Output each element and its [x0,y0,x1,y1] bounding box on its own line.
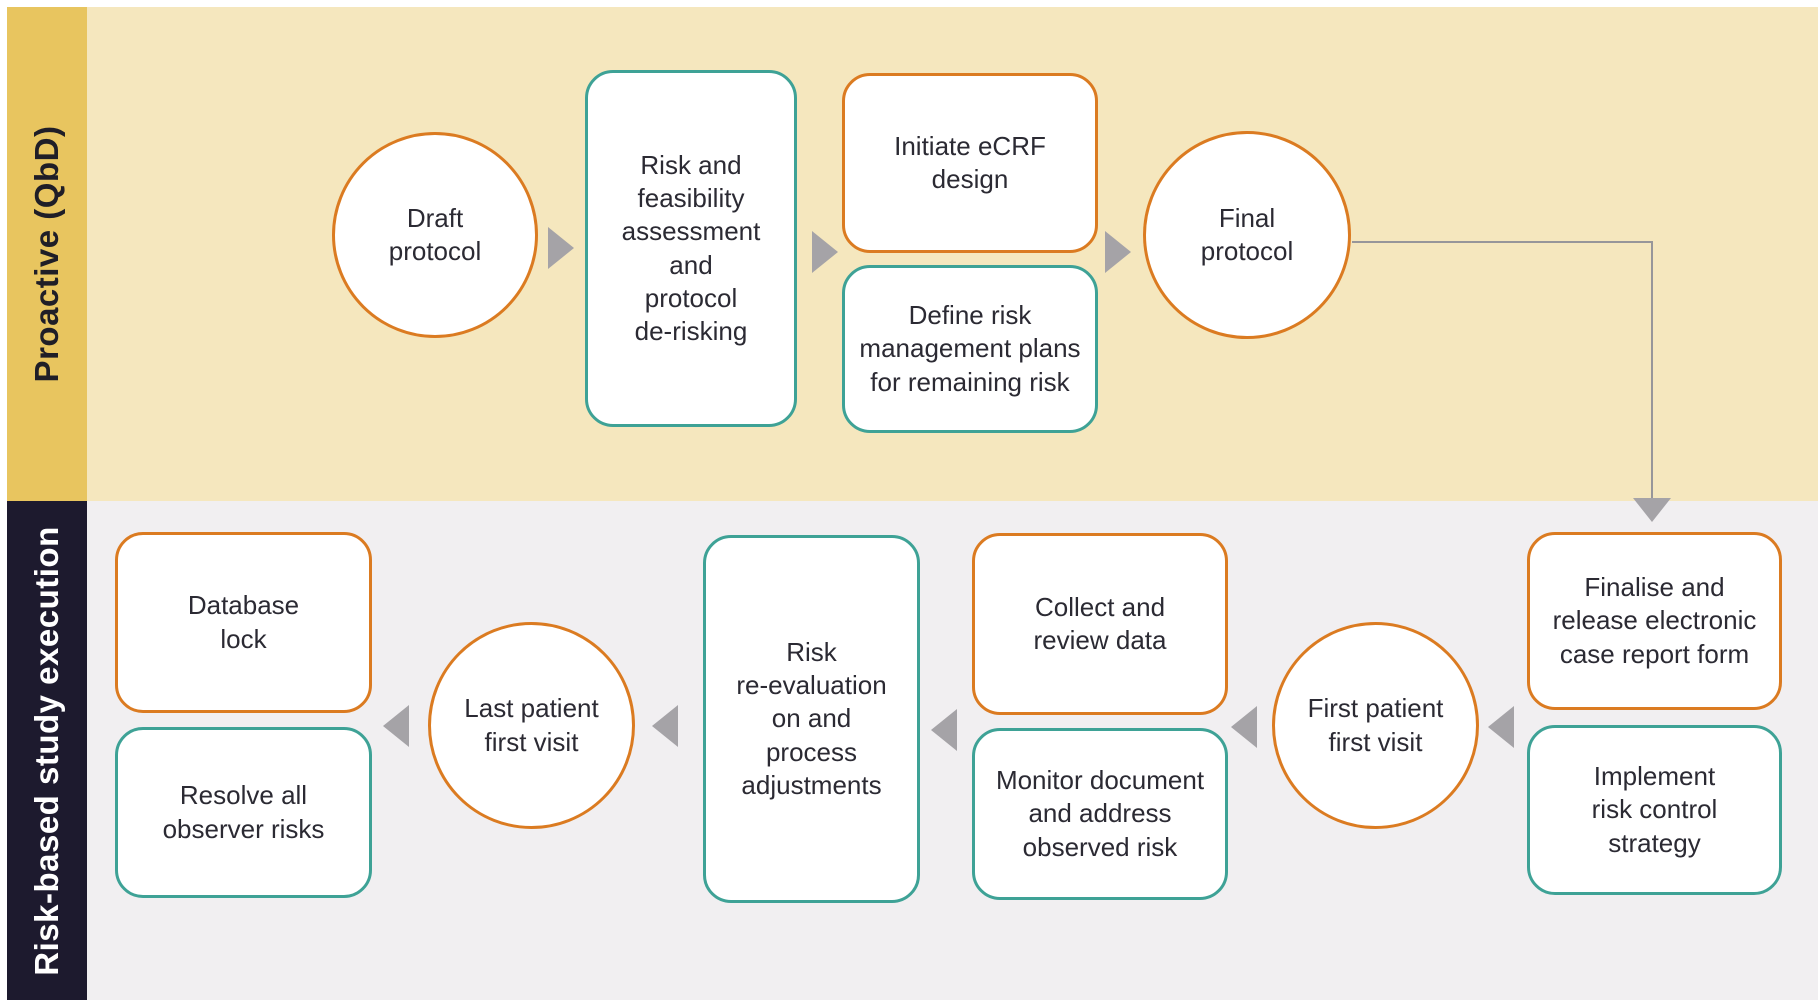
node-collect-review-label: Collect and review data [1033,591,1167,655]
node-implement-risk-label: Implement risk control strategy [1591,761,1718,858]
arrow-right-icon [1105,231,1131,273]
arrow-left-icon [931,709,957,751]
node-finalise-ecrf: Finalise and release electronic case rep… [1527,532,1782,710]
lane-proactive-label: Proactive (QbD) [28,125,65,383]
node-define-risk-plans-label: Define risk management plans for remaini… [859,300,1081,397]
node-monitor-document-label: Monitor document and address observed ri… [995,765,1205,862]
node-draft-protocol: Draft protocol [332,132,538,338]
node-draft-protocol-label: Draft protocol [388,202,482,266]
arrow-left-icon [652,705,678,747]
arrow-left-icon [1231,706,1257,748]
node-final-protocol-label: Final protocol [1200,202,1294,266]
connector-line-horizontal [1352,241,1653,243]
node-collect-review: Collect and review data [972,533,1228,715]
arrow-left-icon [1488,706,1514,748]
lane-proactive-tab: Proactive (QbD) [7,7,87,501]
node-risk-feasibility-label: Risk and feasibility assessment and prot… [621,149,761,347]
node-risk-reevaluation-label: Risk re-evaluation on and process adjust… [736,636,887,800]
connector-line-vertical [1651,241,1653,499]
arrow-left-icon [383,705,409,747]
node-risk-reevaluation: Risk re-evaluation on and process adjust… [703,535,920,903]
node-resolve-risks: Resolve all observer risks [115,727,372,898]
node-risk-feasibility: Risk and feasibility assessment and prot… [585,70,797,427]
arrow-right-icon [812,231,838,273]
node-final-protocol: Final protocol [1143,131,1351,339]
arrow-right-icon [548,227,574,269]
node-resolve-risks-label: Resolve all observer risks [162,780,325,844]
node-database-lock: Database lock [115,532,372,713]
node-define-risk-plans: Define risk management plans for remaini… [842,265,1098,433]
node-implement-risk: Implement risk control strategy [1527,725,1782,895]
node-monitor-document: Monitor document and address observed ri… [972,728,1228,900]
node-first-patient-label: First patient first visit [1307,693,1444,757]
node-finalise-ecrf-label: Finalise and release electronic case rep… [1552,572,1757,669]
node-first-patient: First patient first visit [1272,622,1479,829]
node-last-patient: Last patient first visit [428,622,635,829]
node-last-patient-label: Last patient first visit [464,693,599,757]
lane-risk-based-tab: Risk-based study execution [7,501,87,1000]
node-initiate-ecrf-label: Initiate eCRF design [894,130,1046,194]
node-initiate-ecrf: Initiate eCRF design [842,73,1098,253]
arrow-down-icon [1633,498,1671,522]
lane-risk-based-label: Risk-based study execution [28,525,65,976]
node-database-lock-label: Database lock [187,590,300,654]
